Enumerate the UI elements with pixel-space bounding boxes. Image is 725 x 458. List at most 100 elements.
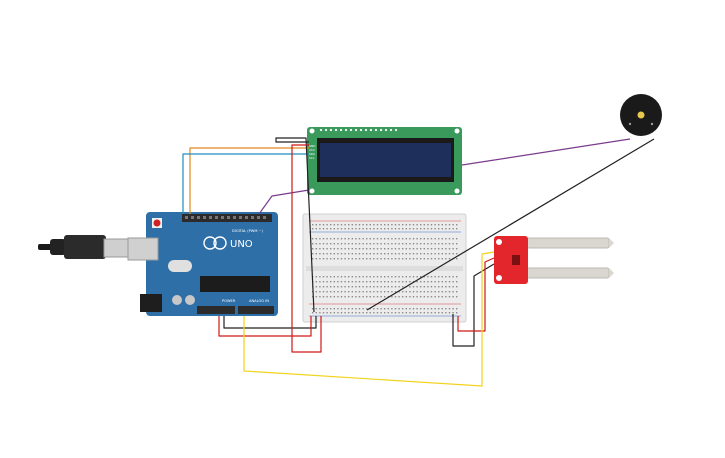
- breadboard-hole: [384, 248, 386, 250]
- breadboard-hole: [326, 308, 328, 310]
- breadboard-hole: [373, 312, 375, 314]
- wire-red[interactable]: [218, 316, 312, 337]
- breadboard-hole: [344, 243, 346, 245]
- wire-black[interactable]: [452, 263, 495, 347]
- breadboard-hole: [322, 291, 325, 293]
- wire-red[interactable]: [291, 144, 322, 353]
- breadboard-hole: [420, 281, 422, 283]
- breadboard-hole: [412, 228, 415, 230]
- breadboard-hole: [333, 308, 335, 310]
- breadboard-hole: [330, 224, 332, 226]
- breadboard-hole: [319, 224, 321, 226]
- breadboard-hole: [373, 253, 375, 255]
- breadboard-hole: [340, 296, 343, 298]
- breadboard-hole: [380, 258, 382, 260]
- breadboard-hole: [312, 228, 314, 230]
- breadboard-hole: [376, 238, 379, 240]
- wire-red[interactable]: [457, 257, 495, 332]
- wire-black[interactable]: [366, 138, 655, 311]
- breadboard-hole: [373, 308, 375, 310]
- usb-connector: [103, 238, 131, 258]
- breadboard-hole: [387, 312, 389, 314]
- breadboard-hole: [445, 286, 447, 288]
- breadboard-hole: [456, 296, 458, 298]
- breadboard-hole: [394, 248, 397, 250]
- breadboard-hole: [434, 308, 436, 310]
- breadboard-hole: [333, 312, 335, 314]
- usb-cable[interactable]: [38, 235, 131, 259]
- breadboard-hole: [322, 276, 325, 278]
- lcd-pin-label: GND: [309, 144, 315, 148]
- breadboard-hole: [384, 253, 386, 255]
- soil-moisture-sensor[interactable]: [494, 236, 614, 284]
- breadboard-hole: [391, 243, 393, 245]
- breadboard-hole: [315, 281, 317, 283]
- breadboard-hole: [420, 286, 422, 288]
- breadboard-hole: [351, 258, 353, 260]
- breadboard-hole: [412, 291, 415, 293]
- sensor-probe-bottom: [526, 267, 610, 279]
- breadboard-hole: [355, 276, 357, 278]
- breadboard-hole: [423, 243, 425, 245]
- breadboard-hole: [394, 243, 397, 245]
- wire-purple[interactable]: [461, 138, 631, 166]
- wire-yellow[interactable]: [243, 251, 495, 387]
- arduino-crystal: [168, 260, 192, 272]
- breadboard-hole: [369, 238, 371, 240]
- breadboard-hole: [358, 248, 361, 250]
- breadboard-hole: [312, 253, 314, 255]
- breadboard-hole: [438, 228, 440, 230]
- breadboard-hole: [441, 243, 443, 245]
- breadboard-hole: [344, 308, 346, 310]
- breadboard-hole: [348, 258, 350, 260]
- breadboard-hole: [319, 253, 321, 255]
- breadboard-hole: [358, 238, 361, 240]
- breadboard-hole: [337, 248, 339, 250]
- lcd-display[interactable]: GND VCC SDA SCL: [307, 127, 462, 195]
- breadboard-hole: [456, 291, 458, 293]
- breadboard-hole: [434, 243, 436, 245]
- breadboard-hole: [344, 312, 346, 314]
- wire-purple[interactable]: [258, 189, 310, 215]
- breadboard-hole: [337, 296, 339, 298]
- breadboard-hole: [337, 291, 339, 293]
- breadboard-hole: [384, 286, 386, 288]
- wire-black[interactable]: [223, 316, 317, 329]
- breadboard-hole: [369, 291, 371, 293]
- breadboard-hole: [337, 228, 339, 230]
- breadboard-hole: [427, 243, 429, 245]
- breadboard-hole: [387, 224, 389, 226]
- breadboard-hole: [344, 291, 346, 293]
- piezo-buzzer[interactable]: [620, 94, 662, 136]
- breadboard-hole: [326, 243, 328, 245]
- breadboard-hole: [394, 238, 397, 240]
- breadboard-hole: [348, 248, 350, 250]
- breadboard-hole: [445, 276, 447, 278]
- sensor-probe-top: [526, 237, 610, 249]
- breadboard-hole: [409, 228, 411, 230]
- breadboard-hole: [362, 253, 364, 255]
- breadboard-hole: [420, 224, 422, 226]
- breadboard-hole: [441, 253, 443, 255]
- wire-blue[interactable]: [182, 153, 309, 214]
- arduino-power-jack: [140, 294, 162, 312]
- breadboard-hole: [441, 296, 443, 298]
- arduino-digital-label: DIGITAL (PWM ~): [232, 229, 264, 233]
- arduino-reset-button[interactable]: [153, 219, 161, 227]
- wires: [182, 137, 655, 387]
- breadboard-hole: [376, 291, 379, 293]
- breadboard-hole: [319, 312, 321, 314]
- breadboard-hole: [355, 281, 357, 283]
- wire-orange[interactable]: [189, 147, 309, 214]
- breadboard-hole: [366, 253, 368, 255]
- breadboard-hole: [348, 253, 350, 255]
- arduino-uno-board[interactable]: DIGITAL (PWM ~) UNO POWER ANALOG IN: [127, 212, 278, 316]
- breadboard-hole: [412, 253, 415, 255]
- wire-black[interactable]: [275, 137, 315, 313]
- breadboard-hole: [312, 258, 314, 260]
- breadboard-hole: [319, 296, 321, 298]
- breadboard-hole: [448, 286, 451, 288]
- breadboard[interactable]: [302, 213, 467, 323]
- breadboard-hole: [387, 253, 389, 255]
